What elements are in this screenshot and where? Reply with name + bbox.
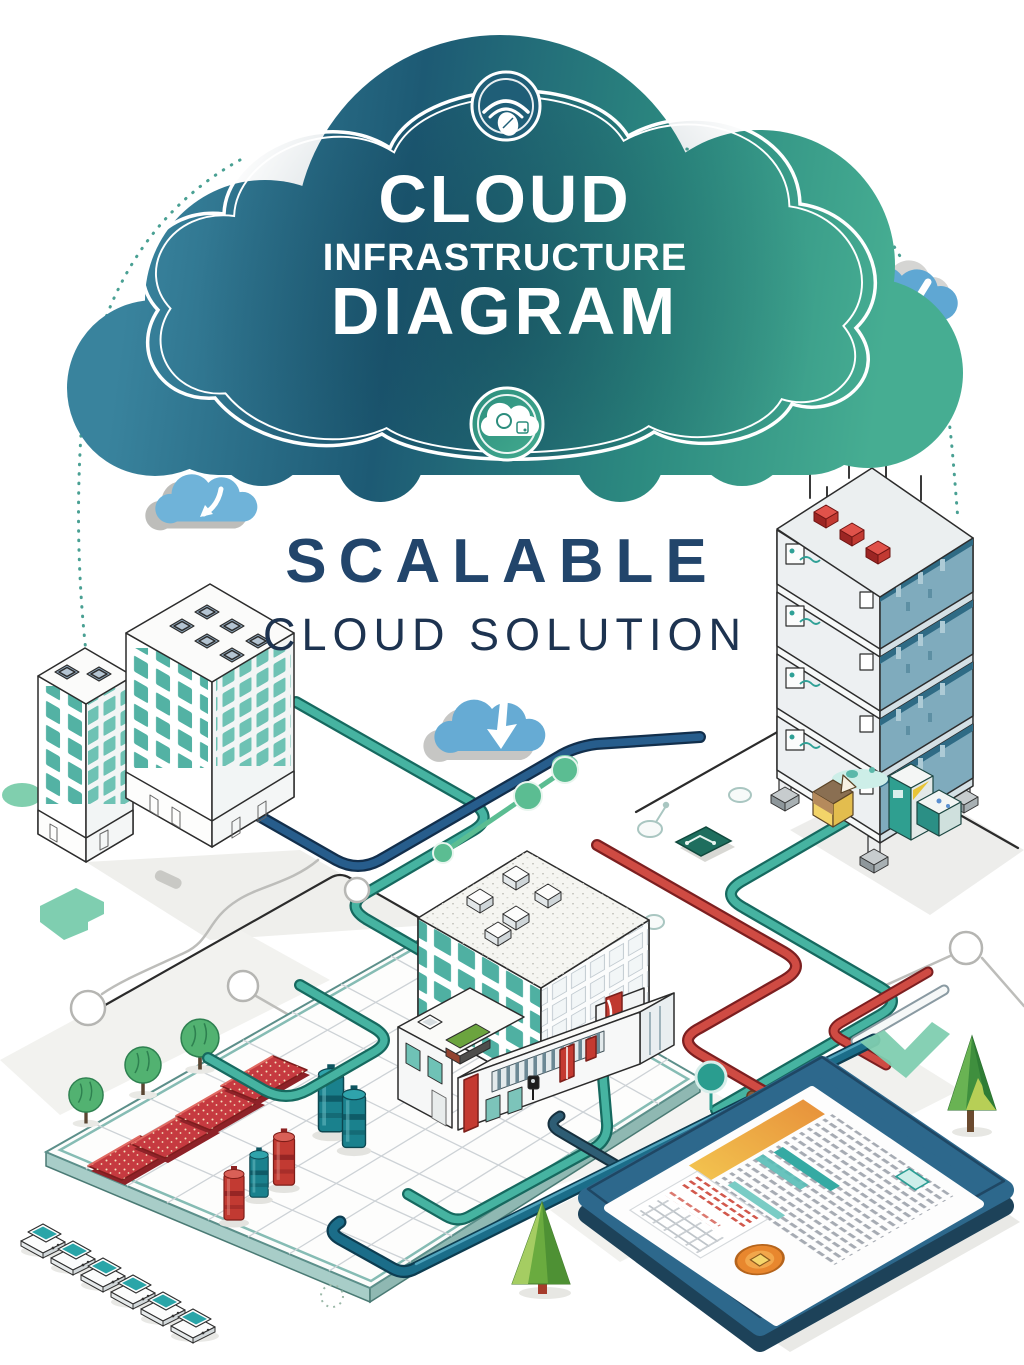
subtitle-line-1: SCALABLE [285, 527, 719, 596]
connector-node-circle [69, 989, 107, 1027]
connector-node-circle [948, 930, 984, 966]
green-node-chain [432, 756, 579, 864]
teal-window [507, 1086, 523, 1115]
red-door [463, 1073, 479, 1133]
security-camera-icon [527, 1075, 540, 1100]
teal-pin-node [694, 1060, 728, 1110]
tablet-screen-content [628, 1099, 954, 1276]
tablet-device [578, 1055, 1020, 1352]
office-building-large [125, 583, 295, 848]
dotted-circle-marker [320, 1284, 344, 1308]
title-line-2: INFRASTRUCTURE [323, 237, 687, 279]
office-building-small [37, 647, 134, 863]
teal-window [427, 1055, 443, 1085]
pine-tree-right [947, 1034, 997, 1137]
kiosk-cabinet [888, 763, 962, 841]
connector-node-circle [226, 969, 260, 1003]
cloud-download-icon-left [145, 474, 258, 531]
inner-border-outer [141, 89, 878, 461]
pine-tree-center [511, 1200, 571, 1299]
checkmark-shape [860, 1022, 950, 1078]
network-pipes [202, 696, 950, 1278]
title-line-3: DIAGRAM [331, 274, 679, 349]
mint-node [2, 783, 42, 807]
teal-window [485, 1094, 501, 1123]
header-cloud-banner: CLOUD INFRASTRUCTURE DIAGRAM [67, 35, 963, 502]
wifi-signal-icon [470, 70, 542, 142]
red-panel-door [585, 1035, 597, 1062]
server-tower [770, 440, 979, 874]
mint-arrow-shape [40, 888, 104, 940]
cloud-download-icon-center [423, 699, 546, 762]
annex-building [397, 987, 675, 1133]
circuit-chip [674, 826, 735, 862]
subtitle-line-2: CLOUD SOLUTION [263, 609, 747, 660]
supply-box [812, 774, 857, 828]
teal-window [405, 1042, 421, 1072]
green-awning [445, 1023, 491, 1065]
grey-capsule [154, 870, 182, 889]
inner-border-inner [155, 96, 863, 454]
rooftop-units [466, 865, 562, 947]
cloud-sketch-icon [469, 386, 545, 462]
laptop-row [20, 1223, 220, 1344]
title-line-1: CLOUD [378, 162, 631, 237]
